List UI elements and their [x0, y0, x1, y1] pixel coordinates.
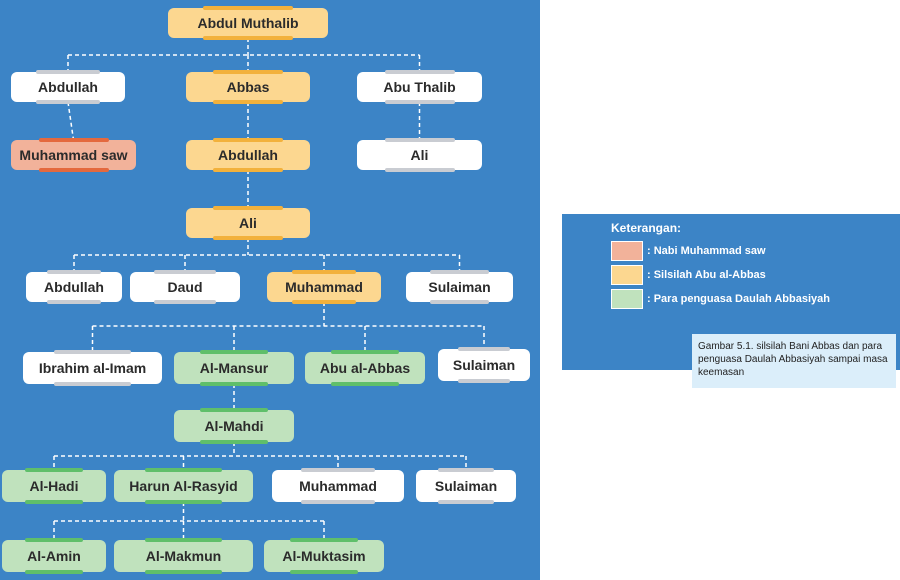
- node-abu-thalib: Abu Thalib: [357, 70, 482, 104]
- node-harun: Harun Al-Rasyid: [114, 468, 253, 504]
- legend-label: : Para penguasa Daulah Abbasiyah: [647, 293, 830, 305]
- node-al-amin: Al-Amin: [2, 538, 106, 574]
- node-ali-2: Ali: [186, 206, 310, 240]
- node-abdul-muthalib: Abdul Muthalib: [168, 6, 328, 40]
- legend-item-nabi: : Nabi Muhammad saw: [611, 241, 766, 261]
- node-abdullah-3: Abdullah: [26, 270, 122, 304]
- legend-swatch-pink: [611, 241, 643, 261]
- node-abbas: Abbas: [186, 70, 310, 104]
- connector-abdullah-1: [67, 101, 75, 141]
- legend-title: Keterangan:: [611, 221, 682, 235]
- node-al-muktasim: Al-Muktasim: [264, 538, 384, 574]
- node-muhammad-2: Muhammad: [272, 468, 404, 504]
- node-al-makmun: Al-Makmun: [114, 538, 253, 574]
- node-al-mahdi: Al-Mahdi: [174, 408, 294, 444]
- node-ali-1: Ali: [357, 138, 482, 172]
- node-abdullah-2: Abdullah: [186, 138, 310, 172]
- legend-swatch-green: [611, 289, 643, 309]
- legend-swatch-orange: [611, 265, 643, 285]
- node-abdullah-1: Abdullah: [11, 70, 125, 104]
- node-muhammad-saw: Muhammad saw: [11, 138, 136, 172]
- node-sulaiman-2: Sulaiman: [438, 347, 530, 383]
- figure-caption: Gambar 5.1. silsilah Bani Abbas dan para…: [692, 334, 896, 388]
- node-sulaiman-1: Sulaiman: [406, 270, 513, 304]
- legend-label: : Silsilah Abu al-Abbas: [647, 269, 766, 281]
- node-al-mansur: Al-Mansur: [174, 350, 294, 386]
- legend-item-silsilah: : Silsilah Abu al-Abbas: [611, 265, 766, 285]
- legend-label: : Nabi Muhammad saw: [647, 245, 766, 257]
- legend-item-penguasa: : Para penguasa Daulah Abbasiyah: [611, 289, 830, 309]
- node-ibrahim: Ibrahim al-Imam: [23, 350, 162, 386]
- node-muhammad-1: Muhammad: [267, 270, 381, 304]
- node-abu-al-abbas: Abu al-Abbas: [305, 350, 425, 386]
- node-al-hadi: Al-Hadi: [2, 468, 106, 504]
- node-sulaiman-3: Sulaiman: [416, 468, 516, 504]
- node-daud: Daud: [130, 270, 240, 304]
- tree-connectors: [53, 38, 485, 540]
